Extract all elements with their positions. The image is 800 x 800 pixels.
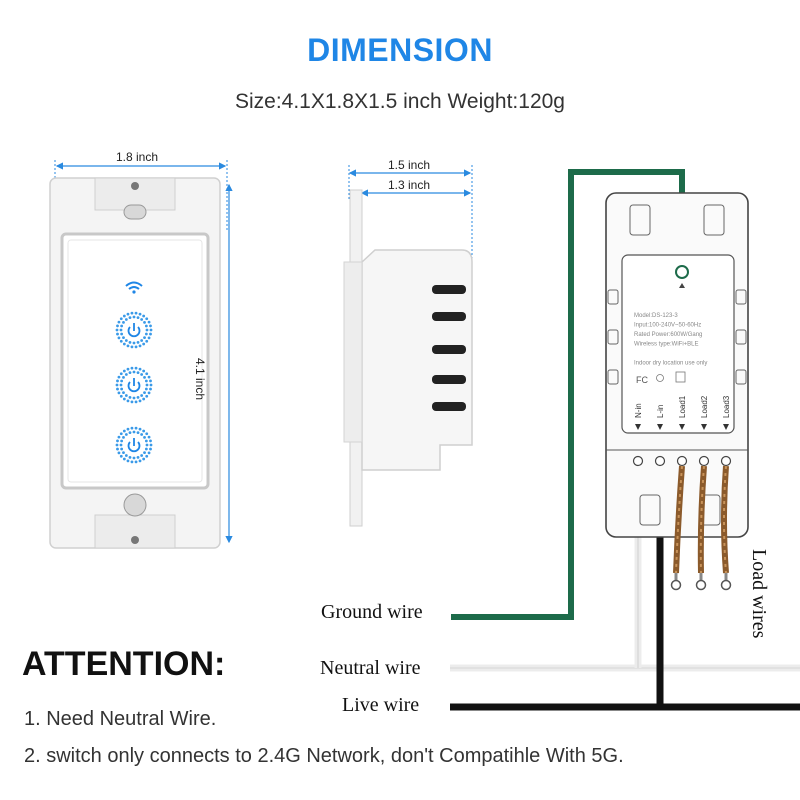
note-neutral-wire: 1. Need Neutral Wire. (24, 708, 217, 730)
page-title: DIMENSION (307, 32, 493, 68)
size-weight-text: Size:4.1X1.8X1.5 inch Weight:120g (234, 90, 565, 113)
terminal-label: Load2 (700, 395, 709, 418)
load-wires-label: Load wires (748, 549, 770, 639)
terminal-label: N-in (634, 403, 643, 418)
module-label-line: Input:100-240V~50-60Hz (634, 323, 701, 329)
front-view (49, 160, 233, 549)
module-label-line: Rated Power:600W/Gang (634, 332, 702, 338)
load-wires (670, 465, 732, 591)
height-label: 4.1 inch (193, 358, 207, 401)
terminal-label: Load1 (678, 395, 687, 418)
switch-body-side (361, 249, 473, 471)
module-label-line: Model:DS-123-3 (634, 313, 678, 319)
fc-mark: FC (636, 375, 648, 385)
terminal-label: Load3 (722, 395, 731, 418)
depth-outer-label: 1.5 inch (388, 158, 431, 172)
touch-button-2[interactable] (115, 366, 153, 404)
live-wire-label: Live wire (342, 694, 420, 716)
wifi-icon (125, 281, 143, 294)
load-wire-3 (720, 465, 732, 591)
ground-wire-label: Ground wire (321, 601, 423, 623)
power-icon (127, 323, 141, 338)
power-icon (127, 438, 141, 453)
module-label-line: Wireless type:WiFi+BLE (634, 342, 699, 348)
note-network: 2. switch only connects to 2.4G Network,… (24, 745, 624, 767)
ground-screw (675, 265, 689, 279)
switch-module: Model:DS-123-3Input:100-240V~50-60HzRate… (605, 192, 749, 538)
load-wire-1 (670, 465, 685, 591)
attention-heading: ATTENTION: (22, 645, 226, 683)
width-label: 1.8 inch (116, 150, 159, 164)
terminal-label: L-in (656, 405, 665, 418)
depth-inner-label: 1.3 inch (388, 178, 431, 192)
touch-button-1[interactable] (115, 311, 153, 349)
load-wire-2 (695, 465, 707, 591)
neutral-wire-label: Neutral wire (320, 657, 421, 679)
touch-button-3[interactable] (115, 426, 153, 464)
side-view (343, 165, 473, 527)
module-label-line: Indoor dry location use only (634, 361, 707, 367)
power-icon (127, 378, 141, 393)
